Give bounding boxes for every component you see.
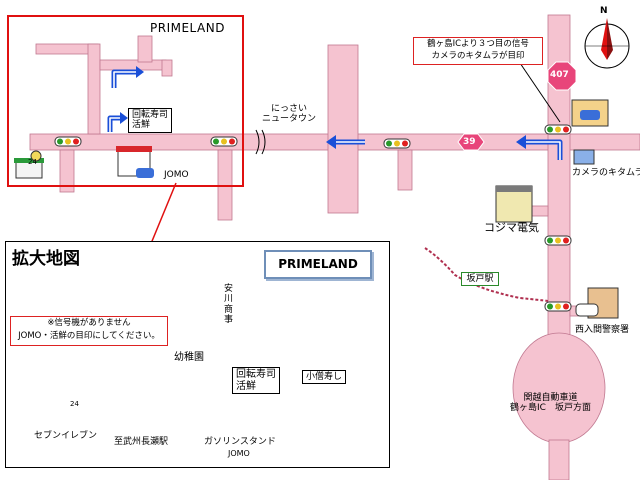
overview-inset-frame — [7, 15, 244, 187]
route-39-label: 39 — [463, 137, 476, 147]
compass-label: N — [600, 6, 608, 16]
kanetsu-label: 関越自動車道 鶴ヶ島IC 坂戸方面 — [510, 393, 591, 414]
inset-note: ※信号機がありません JOMO・活鮮の目印にしてください。 — [10, 316, 168, 346]
police-label: 西入間警察署 — [575, 325, 630, 335]
compass-icon — [584, 18, 630, 69]
camera-shop-label: カメラのキタムラ — [572, 168, 640, 178]
overview-sushi-label: 回転寿司 活鮮 — [128, 108, 173, 133]
gas-station-label: ガソリンスタンド — [204, 437, 276, 447]
note2-leader-line — [519, 62, 561, 123]
overview-primeland-label: PRIMELAND — [150, 21, 225, 35]
inset-24-label: 24 — [70, 400, 79, 408]
kindergarten-label: 幼稚園 — [174, 352, 204, 363]
railway-line — [424, 247, 549, 302]
overview-roads — [29, 14, 640, 480]
overview-24-label: 24 — [28, 158, 37, 166]
inset-jomo-label: JOMO — [228, 449, 250, 458]
kojima-label: コジマ電気 — [484, 221, 539, 234]
kozo-sushi-label: 小僧寿し — [302, 370, 347, 385]
sakado-station-label: 坂戸駅 — [461, 272, 499, 286]
yasukawa-label: 安 川 商 事 — [224, 284, 234, 326]
road-break-icon — [255, 129, 266, 155]
blue-arrow-heads — [120, 66, 526, 149]
overview-jomo-label: JOMO — [164, 170, 189, 180]
inset-sushi-label: 回転寿司 活鮮 — [232, 367, 280, 394]
enlarged-map-title: 拡大地図 — [12, 249, 80, 269]
route-407-label: 407 — [550, 70, 569, 80]
seven-eleven-label: セブンイレブン — [34, 431, 98, 441]
overview-note: 鶴ヶ島ICより３つ目の信号 カメラのキタムラが目印 — [413, 37, 543, 65]
nagase-station-label: 至武州長瀬駅 — [114, 437, 169, 447]
nissai-newtown-label: にっさい ニュータウン — [262, 104, 317, 125]
inset-primeland-label: PRIMELAND — [264, 250, 372, 279]
inset-route-39-label: 39 — [91, 397, 104, 407]
